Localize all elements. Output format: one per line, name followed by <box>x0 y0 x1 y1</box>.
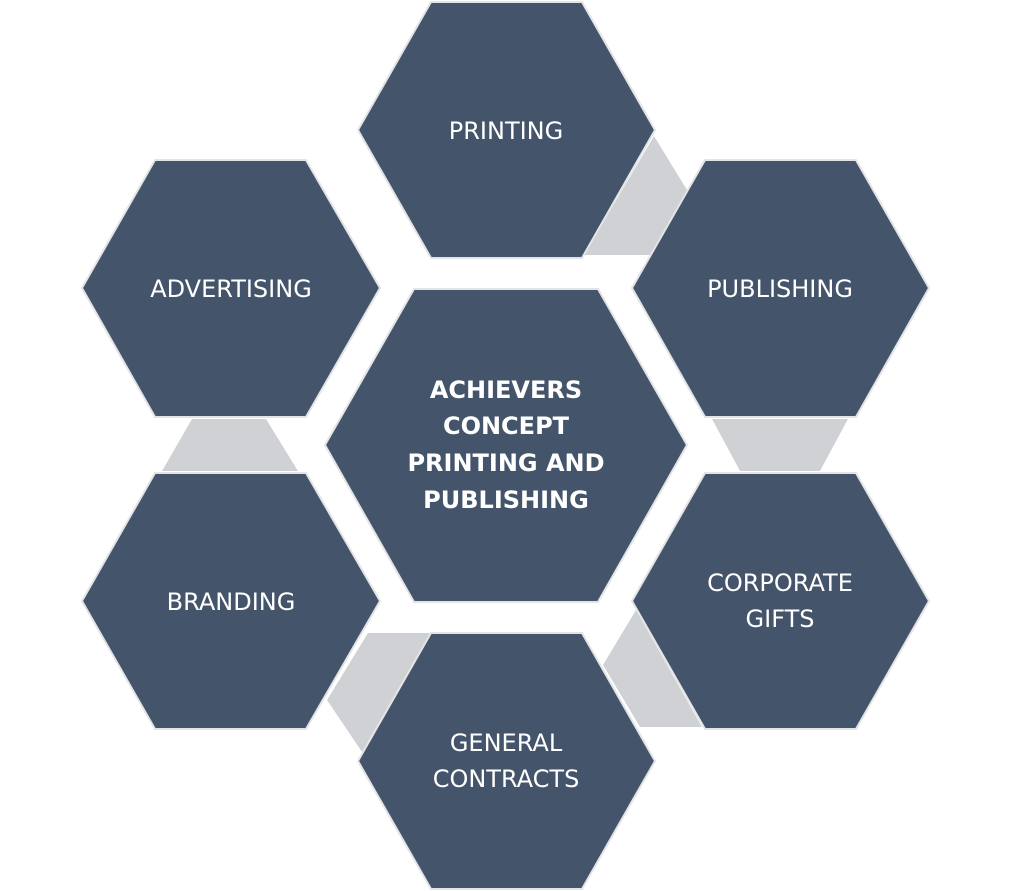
center-label-line1: ACHIEVERS <box>430 376 582 404</box>
connector-general-contracts-branding <box>327 633 430 752</box>
advertising-label: ADVERTISING <box>150 275 312 303</box>
corporate-gifts-label-line1: CORPORATE <box>707 569 853 597</box>
center-label-line4: PUBLISHING <box>423 486 589 514</box>
connector-printing-publishing <box>584 136 687 255</box>
general-contracts-label-line2: CONTRACTS <box>433 765 580 793</box>
svg-text:PUBLISHING: PUBLISHING <box>707 275 853 303</box>
svg-text:ADVERTISING: ADVERTISING <box>150 275 312 303</box>
hexagon-advertising: ADVERTISING <box>80 159 382 418</box>
center-label-line3: PRINTING AND <box>407 449 604 477</box>
hexagon-printing: PRINTING <box>356 1 657 259</box>
publishing-label: PUBLISHING <box>707 275 853 303</box>
general-contracts-label-line1: GENERAL <box>450 729 563 757</box>
corporate-gifts-label-line2: GIFTS <box>746 605 815 633</box>
branding-label: BRANDING <box>167 588 296 616</box>
connector-corporate-gifts-general-contracts <box>603 610 702 727</box>
hexagon-branding: BRANDING <box>80 472 382 730</box>
connector-publishing-corporate-gifts <box>712 419 848 471</box>
hexagon-general-contracts: GENERAL CONTRACTS <box>356 632 657 890</box>
printing-label: PRINTING <box>449 117 563 145</box>
svg-text:PRINTING: PRINTING <box>449 117 563 145</box>
svg-text:BRANDING: BRANDING <box>167 588 296 616</box>
hexagon-publishing: PUBLISHING <box>630 159 931 418</box>
connector-branding-advertising <box>162 419 298 471</box>
center-label-line2: CONCEPT <box>443 412 570 440</box>
hexagon-center: ACHIEVERS CONCEPT PRINTING AND PUBLISHING <box>323 288 689 603</box>
hexagon-corporate-gifts: CORPORATE GIFTS <box>630 472 931 730</box>
